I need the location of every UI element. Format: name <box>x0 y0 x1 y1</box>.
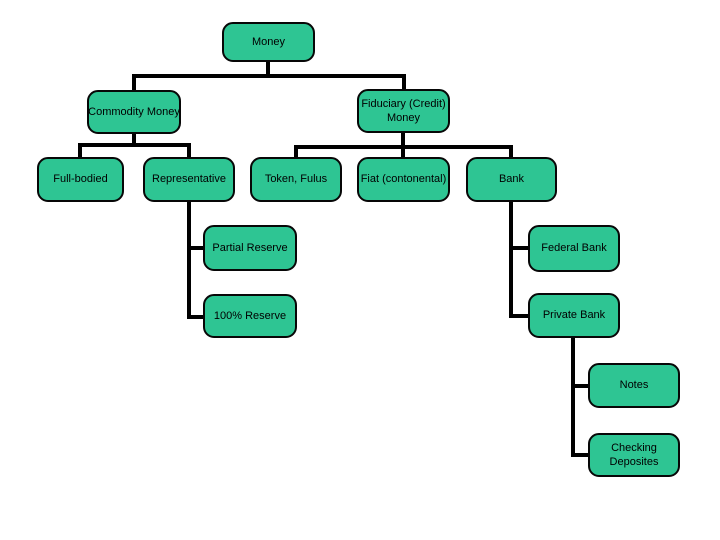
connector <box>266 62 270 78</box>
connector <box>132 74 406 78</box>
node-bank[interactable]: Bank <box>466 157 557 202</box>
connector <box>187 202 191 319</box>
node-100-percent-reserve[interactable]: 100% Reserve <box>203 294 297 338</box>
node-private-bank-label: Private Bank <box>542 309 606 322</box>
node-fiduciary-credit-money[interactable]: Fiduciary (Credit) Money <box>357 89 450 133</box>
node-federal-bank-label: Federal Bank <box>541 242 607 255</box>
node-notes-label: Notes <box>619 379 649 392</box>
node-federal-bank[interactable]: Federal Bank <box>528 225 620 272</box>
connector <box>78 143 82 159</box>
connector <box>509 202 513 318</box>
node-bank-label: Bank <box>498 173 525 186</box>
connector <box>509 314 530 318</box>
node-money-label: Money <box>251 35 286 48</box>
node-token-fulus[interactable]: Token, Fulus <box>250 157 342 202</box>
node-commodity-money[interactable]: Commodity Money <box>87 90 181 134</box>
connector <box>402 74 406 91</box>
node-notes[interactable]: Notes <box>588 363 680 408</box>
connector <box>571 338 575 457</box>
connector <box>132 74 136 92</box>
node-representative-label: Representative <box>152 173 226 186</box>
node-full-bodied-label: Full-bodied <box>53 173 108 186</box>
connector <box>187 315 205 319</box>
node-partial-reserve[interactable]: Partial Reserve <box>203 225 297 271</box>
connector <box>187 246 205 250</box>
connector <box>294 145 298 159</box>
node-100-percent-reserve-label: 100% Reserve <box>213 309 287 322</box>
connector <box>401 145 405 159</box>
node-token-fulus-label: Token, Fulus <box>264 173 328 186</box>
node-full-bodied[interactable]: Full-bodied <box>37 157 124 202</box>
node-checking-deposites[interactable]: Checking Deposites <box>588 433 680 477</box>
connector <box>78 143 191 147</box>
node-private-bank[interactable]: Private Bank <box>528 293 620 338</box>
node-fiat-contonental-label: Fiat (contonental) <box>360 173 447 186</box>
node-money[interactable]: Money <box>222 22 315 62</box>
node-partial-reserve-label: Partial Reserve <box>212 241 288 254</box>
connector <box>401 131 405 147</box>
connector <box>187 143 191 159</box>
connector <box>509 145 513 159</box>
node-fiat-contonental[interactable]: Fiat (contonental) <box>357 157 450 202</box>
node-checking-deposites-label: Checking Deposites <box>609 441 659 468</box>
connector <box>132 132 136 147</box>
connector <box>571 384 590 388</box>
connector <box>571 453 590 457</box>
node-representative[interactable]: Representative <box>143 157 235 202</box>
connector <box>509 246 530 250</box>
node-commodity-money-label: Commodity Money <box>88 105 180 118</box>
node-fiduciary-credit-money-label: Fiduciary (Credit) Money <box>361 97 446 124</box>
